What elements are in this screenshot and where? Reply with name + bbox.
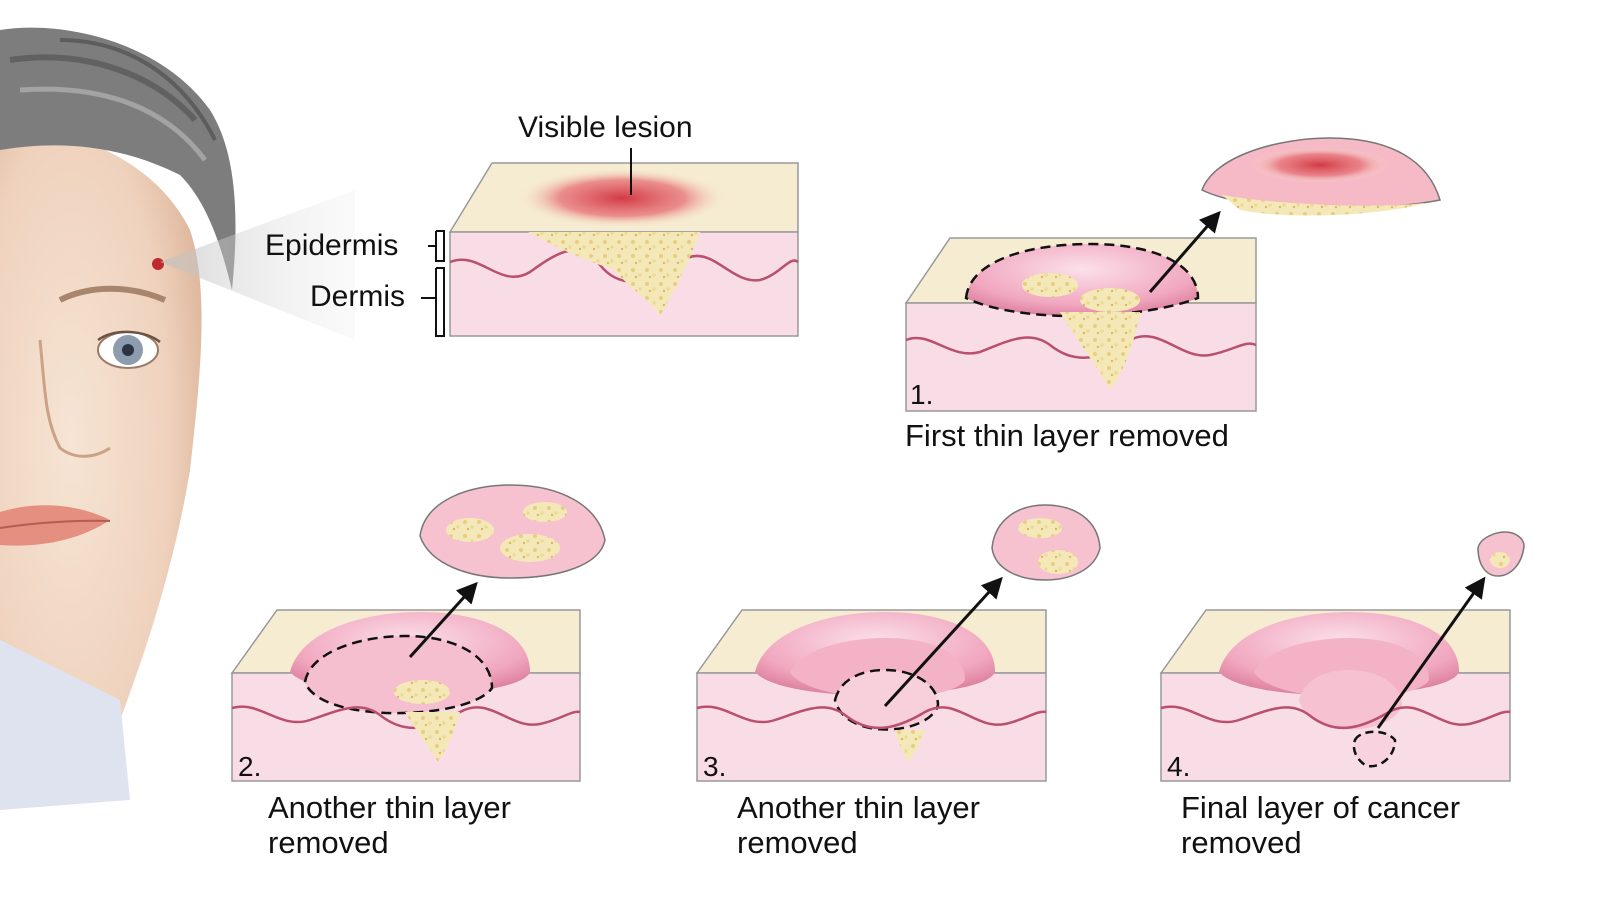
step-2-caption-line-2: removed — [268, 825, 389, 860]
removal-arrow-3 — [883, 576, 1003, 708]
removal-arrow-1 — [1148, 210, 1221, 293]
step-2-caption: Another thin layer removed — [268, 790, 511, 860]
patient-face-illustration — [0, 27, 236, 810]
step-4-caption-line-2: removed — [1181, 825, 1302, 860]
step-3-caption-line-2: removed — [737, 825, 858, 860]
skin-block-step-2 — [230, 484, 606, 782]
removal-arrow-2 — [408, 581, 478, 659]
dermis-bracket — [421, 267, 445, 337]
step-3-caption-line-1: Another thin layer — [737, 790, 980, 825]
step-1-caption: First thin layer removed — [905, 418, 1229, 453]
step-3-caption: Another thin layer removed — [737, 790, 980, 860]
step-1-number: 1. — [910, 379, 934, 410]
step-4-number: 4. — [1167, 751, 1191, 782]
step-2-number: 2. — [238, 751, 262, 782]
step-3-number: 3. — [703, 751, 727, 782]
dermis-label: Dermis — [310, 280, 405, 313]
forehead-lesion-icon — [152, 258, 164, 270]
step-1-caption-line-1: First thin layer removed — [905, 418, 1229, 453]
removal-arrow-4 — [1376, 576, 1486, 729]
visible-lesion-label: Visible lesion — [518, 111, 693, 144]
step-4-caption: Final layer of cancer removed — [1181, 790, 1460, 860]
skin-block-step-1 — [904, 137, 1441, 412]
epidermis-bracket — [428, 230, 445, 262]
skin-block-step-4 — [1159, 531, 1525, 782]
epidermis-label: Epidermis — [265, 229, 399, 262]
skin-block-original — [421, 148, 799, 337]
zoom-beam — [160, 190, 355, 340]
step-2-caption-line-1: Another thin layer — [268, 790, 511, 825]
skin-block-step-3 — [695, 504, 1101, 782]
step-4-caption-line-1: Final layer of cancer — [1181, 790, 1461, 825]
